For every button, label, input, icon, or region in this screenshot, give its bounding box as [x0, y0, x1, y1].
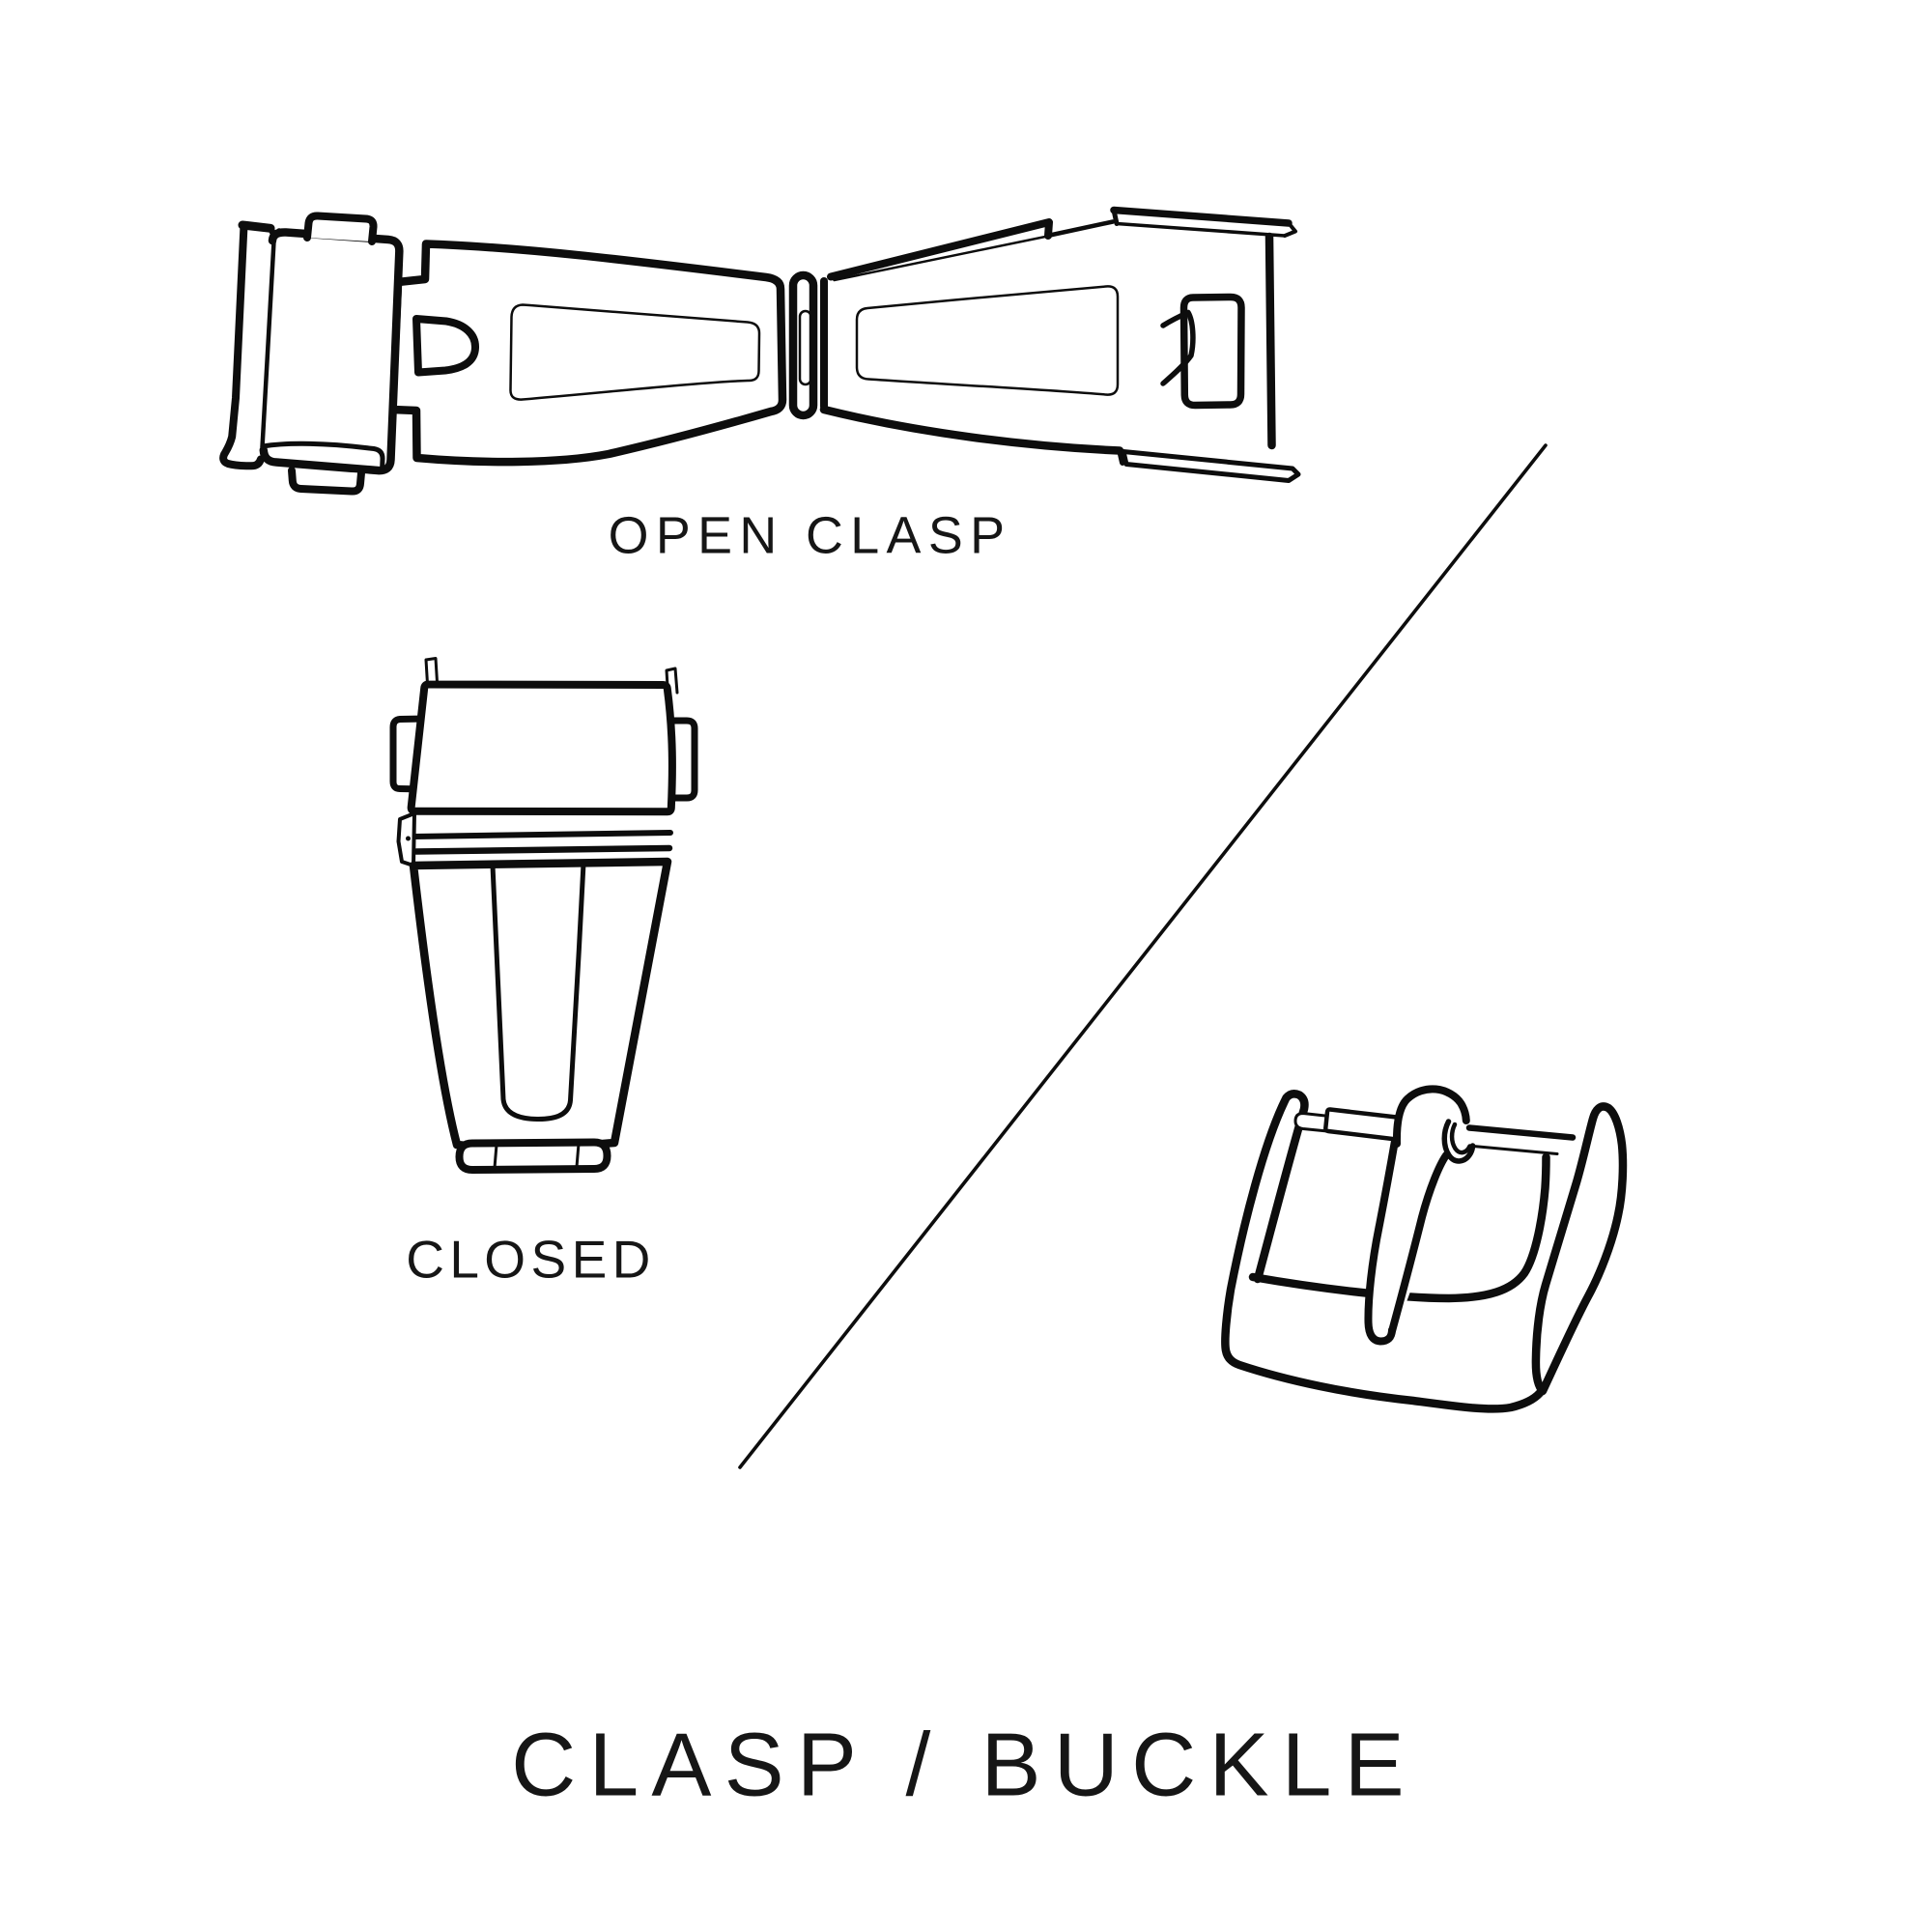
- svg-text:CLASP / BUCKLE: CLASP / BUCKLE: [511, 1715, 1417, 1815]
- svg-text:OPEN CLASP: OPEN CLASP: [609, 507, 1012, 565]
- svg-text:CLOSED: CLOSED: [406, 1230, 656, 1290]
